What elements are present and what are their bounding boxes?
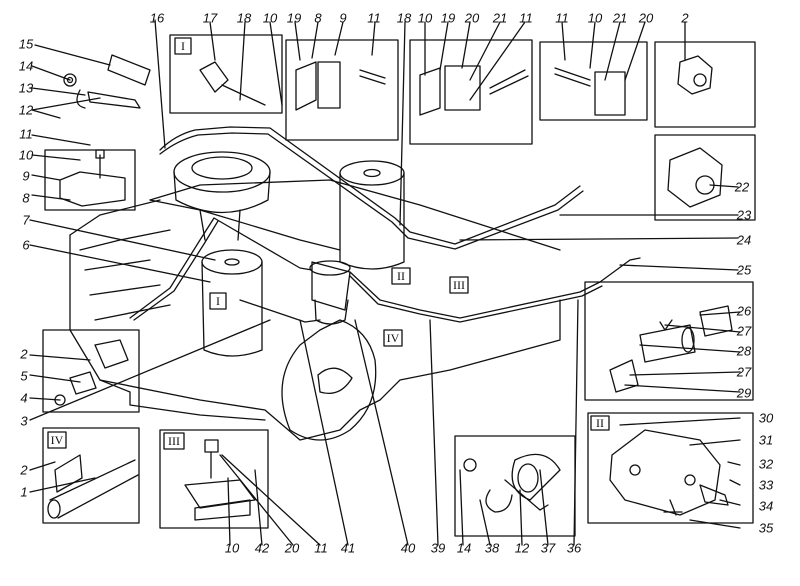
callout-4: 4: [20, 390, 28, 406]
callout-19-b: 19: [440, 10, 456, 26]
inset-right-clamp-frame: [285, 39, 399, 141]
callout-10-d: 10: [18, 147, 34, 163]
callout-22: 22: [734, 179, 750, 195]
callout-28: 28: [736, 343, 752, 359]
inset-view-I-frame: [169, 34, 283, 114]
callout-39: 39: [430, 540, 446, 556]
callout-10-c: 10: [587, 10, 603, 26]
callout-3: 3: [20, 413, 28, 429]
inset-hose-clamp-frame: [454, 435, 576, 537]
hose-piece: [107, 54, 151, 86]
callout-8-a: 8: [314, 10, 322, 26]
callout-42: 42: [254, 540, 270, 556]
callout-30: 30: [758, 410, 774, 426]
inset-view-II-frame: [587, 412, 754, 524]
view-label-IV-main: IV: [386, 331, 400, 345]
callout-10-e: 10: [224, 540, 240, 556]
callout-10-b: 10: [417, 10, 433, 26]
inset-view-IV-frame: [42, 427, 140, 524]
view-label-II-inset: II: [596, 416, 604, 430]
inset-clamp-single-frame: [539, 41, 648, 121]
callout-31: 31: [758, 432, 774, 448]
view-label-III-main: III: [453, 278, 465, 292]
callout-11-e: 11: [314, 540, 328, 556]
callout-2-c: 2: [20, 462, 28, 478]
inset-nut-large-frame: [654, 134, 756, 221]
callout-36: 36: [566, 540, 582, 556]
callout-9-b: 9: [22, 168, 30, 184]
inset-nut-small-frame: [654, 41, 756, 128]
callout-11-d: 11: [19, 126, 33, 142]
callout-26: 26: [736, 303, 752, 319]
inset-top-clamp-frame: [44, 149, 136, 211]
left-cylinder-top: [201, 249, 263, 275]
callout-14-b: 14: [456, 540, 472, 556]
callout-12-b: 12: [514, 540, 530, 556]
inset-filter-parts-frame: [584, 281, 754, 401]
callout-21-b: 21: [612, 10, 628, 26]
callout-11-b: 11: [519, 10, 533, 26]
callout-19-a: 19: [286, 10, 302, 26]
union-nut-small: [677, 55, 713, 95]
callout-16: 16: [149, 10, 165, 26]
callout-27-b: 27: [736, 364, 752, 380]
callout-20-a: 20: [464, 10, 480, 26]
inset-fitting-frame: [42, 329, 140, 413]
callout-6: 6: [22, 237, 30, 253]
callout-29: 29: [736, 385, 752, 401]
callout-11-c: 11: [555, 10, 569, 26]
callout-33: 33: [758, 477, 774, 493]
callout-21-a: 21: [492, 10, 508, 26]
callout-1: 1: [20, 484, 28, 500]
callout-32: 32: [758, 456, 774, 472]
view-label-III-inset: III: [168, 434, 180, 448]
engine-block-outline: [69, 234, 561, 441]
callout-18-a: 18: [236, 10, 252, 26]
callout-40: 40: [400, 540, 416, 556]
callout-18-b: 18: [396, 10, 412, 26]
air-cleaner-top: [173, 151, 271, 193]
callout-11-a: 11: [367, 10, 381, 26]
callout-13: 13: [18, 80, 34, 96]
callout-8-b: 8: [22, 190, 30, 206]
callout-35: 35: [758, 520, 774, 536]
callout-10-a: 10: [262, 10, 278, 26]
callout-2-a: 2: [681, 10, 689, 26]
callout-15: 15: [18, 36, 34, 52]
view-label-I-top: I: [181, 39, 185, 53]
callout-25: 25: [736, 262, 752, 278]
fuel-line-upper: [159, 126, 581, 245]
callout-9-a: 9: [339, 10, 347, 26]
callout-12-a: 12: [18, 102, 34, 118]
flywheel-housing: [281, 319, 377, 441]
callout-38: 38: [484, 540, 500, 556]
fuel-line-left: [129, 217, 215, 319]
callout-23: 23: [736, 207, 752, 223]
callout-41: 41: [340, 540, 356, 556]
inset-view-III-frame: [159, 429, 269, 529]
callout-20-b: 20: [638, 10, 654, 26]
callout-5: 5: [20, 368, 28, 384]
callout-37: 37: [540, 540, 556, 556]
callout-24: 24: [736, 232, 752, 248]
fine-filter: [311, 261, 351, 311]
union-nut-large: [667, 147, 723, 208]
filter-canister-top: [339, 160, 405, 186]
view-label-II-main: II: [397, 269, 405, 283]
callout-20-c: 20: [284, 540, 300, 556]
callout-27-a: 27: [736, 323, 752, 339]
view-label-I-main: I: [216, 294, 220, 308]
callout-17: 17: [202, 10, 218, 26]
callout-2-b: 2: [20, 346, 28, 362]
inset-clamp-pair-frame: [409, 39, 533, 145]
callout-34: 34: [758, 498, 774, 514]
callout-14-a: 14: [18, 58, 34, 74]
view-label-IV-inset: IV: [50, 433, 64, 447]
fuel-line-lower: [349, 271, 601, 319]
callout-7: 7: [22, 212, 30, 228]
